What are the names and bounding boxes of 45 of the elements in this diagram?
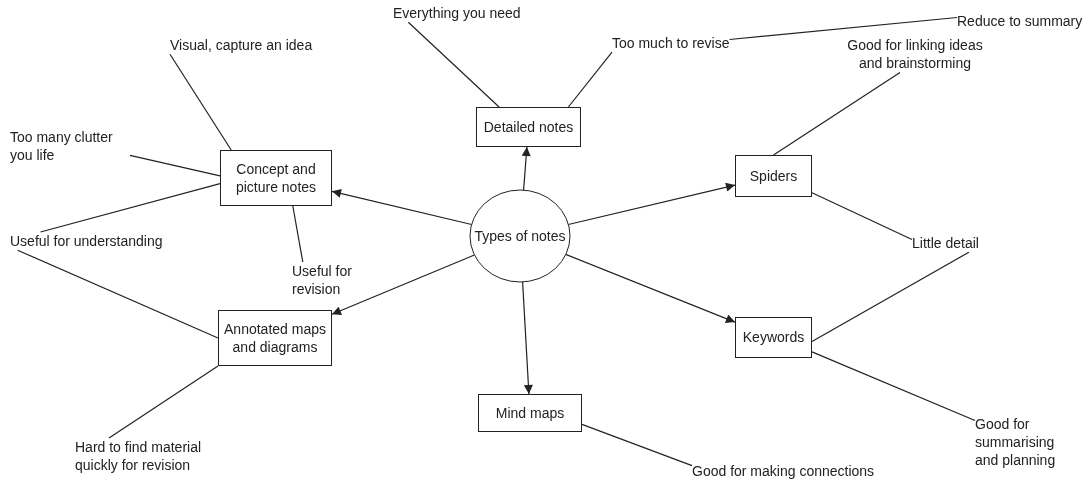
box-label: Mind maps bbox=[495, 403, 565, 423]
annotation-text: Useful for understanding bbox=[10, 232, 163, 251]
leader-line bbox=[39, 183, 221, 233]
arrow bbox=[567, 182, 736, 226]
box-label: Keywords bbox=[742, 328, 805, 347]
arrow bbox=[565, 253, 736, 323]
leader-line bbox=[567, 51, 613, 108]
leader-line bbox=[407, 21, 500, 108]
annotation-text: Little detail bbox=[912, 234, 979, 253]
arrow bbox=[331, 189, 473, 226]
box-label: Annotated maps and diagrams bbox=[223, 319, 327, 357]
arrow bbox=[521, 146, 531, 191]
annotation-text: Hard to find material quickly for revision bbox=[75, 438, 245, 475]
arrow bbox=[522, 281, 533, 395]
leader-line bbox=[292, 205, 304, 263]
annotation-text: Too many clutter you life bbox=[10, 128, 130, 165]
leader-line bbox=[169, 53, 232, 151]
note-type-box bbox=[735, 317, 812, 358]
leader-line bbox=[811, 192, 913, 241]
annotation-text: Reduce to summary bbox=[957, 12, 1083, 31]
box-label: Spiders bbox=[749, 166, 798, 186]
note-type-box bbox=[735, 155, 812, 197]
annotation-text: Everything you need bbox=[393, 4, 521, 23]
leader-line bbox=[811, 351, 976, 422]
note-type-box bbox=[476, 107, 581, 147]
note-type-box bbox=[218, 310, 332, 366]
annotation-text: Visual, capture an idea bbox=[170, 36, 313, 55]
annotation-text: Useful for revision bbox=[292, 262, 364, 299]
leader-line bbox=[108, 365, 219, 439]
annotation-text: Good for making connections bbox=[692, 462, 875, 481]
leader-line bbox=[772, 71, 901, 156]
leader-line bbox=[581, 423, 693, 467]
topic-label: Types of notes bbox=[474, 226, 566, 246]
leader-line bbox=[129, 154, 221, 177]
leader-line bbox=[728, 16, 958, 41]
annotation-text: Good for linking ideas and brainstorming bbox=[840, 36, 990, 73]
leader-line bbox=[811, 251, 970, 343]
box-label: Concept and picture notes bbox=[234, 159, 318, 197]
annotation-text: Too much to revise bbox=[612, 34, 730, 53]
arrow bbox=[331, 254, 475, 315]
note-type-box bbox=[478, 394, 582, 432]
note-type-box bbox=[220, 150, 332, 206]
leader-line bbox=[17, 249, 219, 339]
annotation-text: Good for summarising and planning bbox=[975, 415, 1065, 470]
box-label: Detailed notes bbox=[483, 117, 574, 137]
